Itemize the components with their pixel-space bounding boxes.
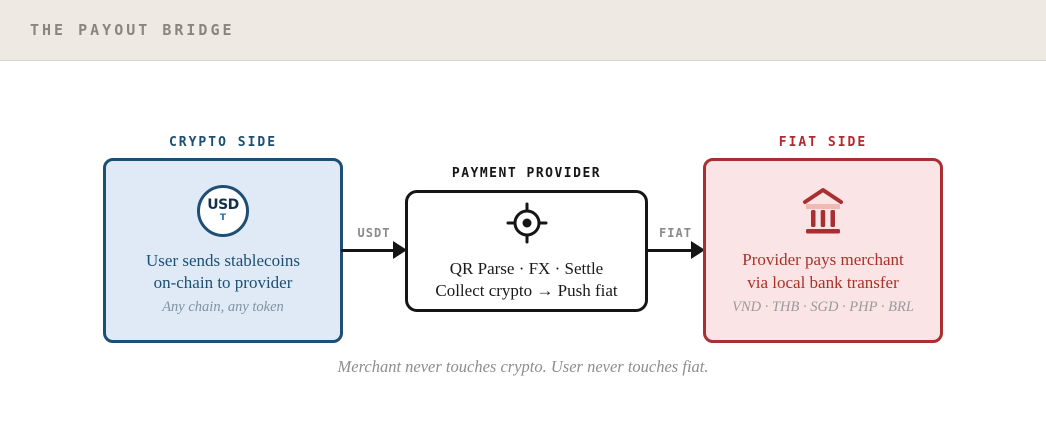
- fiat-arrow-label: FIAT: [659, 226, 692, 240]
- provider-description-line2: Collect crypto → Push fiat: [435, 281, 618, 300]
- bank-icon: [799, 185, 847, 242]
- target-icon: [504, 200, 550, 251]
- header: THE PAYOUT BRIDGE: [0, 0, 1046, 61]
- fiat-arrow-line: [646, 249, 693, 252]
- usdt-arrowhead-icon: [393, 241, 407, 259]
- fiat-description-line2: via local bank transfer: [747, 272, 899, 292]
- payment-provider-label: PAYMENT PROVIDER: [451, 166, 602, 181]
- fiat-arrowhead-icon: [691, 241, 705, 259]
- usdt-arrow-line: [341, 249, 395, 252]
- provider-description-line1: QR Parse · FX · Settle: [449, 258, 604, 278]
- payout-bridge-diagram: CRYPTO SIDE PAYMENT PROVIDER FIAT SIDE U…: [0, 62, 1046, 436]
- usdt-coin-icon: USD T: [197, 184, 249, 237]
- coin-t-text: T: [219, 213, 227, 224]
- usdt-arrow-label: USDT: [357, 226, 391, 240]
- fiat-description-line1: Provider pays merchant: [742, 250, 904, 270]
- crypto-description-line1: User sends stablecoins: [146, 250, 300, 270]
- fiat-side-label: FIAT SIDE: [778, 135, 868, 150]
- crypto-description-line2: on-chain to provider: [153, 273, 293, 292]
- fiat-arrow: FIAT: [646, 226, 705, 266]
- usdt-arrow: USDT: [341, 226, 407, 266]
- diagram-caption: Merchant never touches crypto. User neve…: [337, 357, 709, 376]
- crypto-note: Any chain, any token: [162, 299, 284, 316]
- crypto-description: User sends stablecoins on-chain to provid…: [146, 250, 300, 295]
- coin-usd-text: USD: [207, 197, 239, 214]
- crypto-side-box: USD T User sends stablecoins on-chain to …: [103, 158, 343, 343]
- fiat-note: VND · THB · SGD · PHP · BRL: [732, 298, 914, 315]
- page-title: THE PAYOUT BRIDGE: [30, 21, 235, 39]
- crypto-side-label: CRYPTO SIDE: [168, 135, 278, 150]
